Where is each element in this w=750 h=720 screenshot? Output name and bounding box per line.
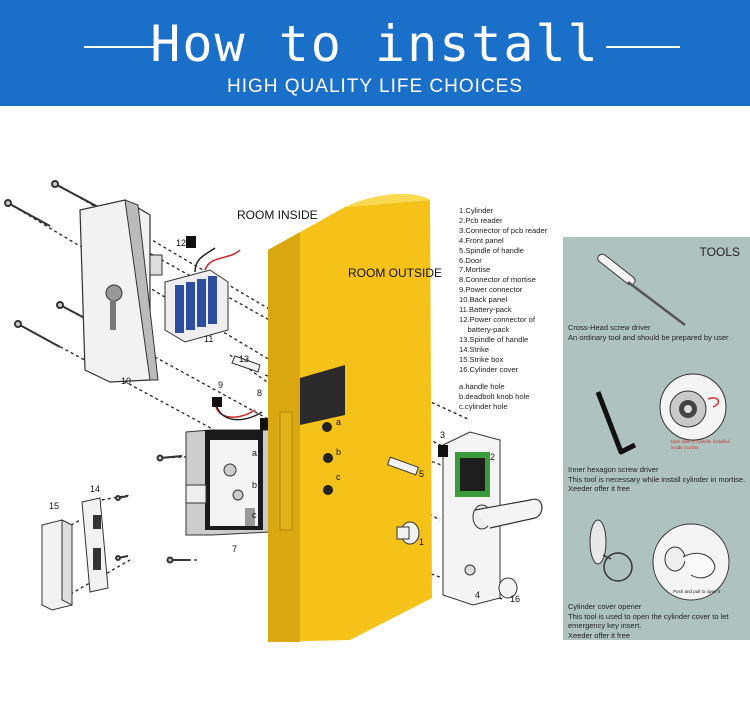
tool-name: Cross-Head screw driver <box>568 323 651 332</box>
legend-item: 11.Battery-pack <box>459 305 512 315</box>
tool-description: This tool is used to open the cylinder c… <box>568 611 729 621</box>
tools-title: TOOLS <box>699 245 740 259</box>
legend-item: 8.Connector of mortise <box>459 275 536 285</box>
back-panel <box>79 199 163 383</box>
legend-item: 5.Spindle of handle <box>459 245 525 255</box>
hole-letter: a <box>252 448 258 458</box>
hole-legend-item: a.handle hole <box>459 382 505 392</box>
page-title: How to install <box>150 15 600 73</box>
part-number: 12 <box>176 238 187 248</box>
room-outside-label: ROOM OUTSIDE <box>348 266 443 280</box>
exploded-lock-diagram <box>4 180 543 642</box>
hole-letter: c <box>252 510 257 520</box>
header-banner: How to install HIGH QUALITY LIFE CHOICES <box>0 0 750 106</box>
legend-item: 1.Cylinder <box>459 206 494 215</box>
part-number: 1 <box>419 537 425 547</box>
spindle-inside <box>231 355 261 373</box>
legend-item: battery-pack <box>459 324 510 334</box>
screwdriver-text: Cross-Head screw driver An ordinary tool… <box>568 323 750 342</box>
legend-item: 2.Pcb reader <box>459 215 503 225</box>
opener-text: Cylinder cover opener This tool is used … <box>568 602 750 640</box>
page-subtitle: HIGH QUALITY LIFE CHOICES <box>227 76 523 97</box>
legend-item: 15.Strike box <box>459 354 504 364</box>
hex-text: Inner hexagon screw driver This tool is … <box>568 465 750 494</box>
cylinder-inset <box>659 373 727 441</box>
tool-description: This tool is necessary while install cyl… <box>568 474 746 484</box>
cylinder <box>386 456 420 545</box>
hole-letter: c <box>336 472 341 482</box>
part-number: 5 <box>419 469 425 479</box>
tool-description: emergency key insert. <box>568 621 642 630</box>
part-number: 7 <box>232 544 238 554</box>
strike-box <box>41 519 73 611</box>
battery-pack <box>164 247 241 343</box>
opener-inset <box>652 523 730 601</box>
legend-item: 4.Front panel <box>459 235 504 245</box>
parts-legend: 1.Cylinder 2.Pcb reader 3.Connector of p… <box>459 206 569 412</box>
title-right-rule <box>606 46 680 48</box>
title-left-rule <box>84 46 158 48</box>
cylinder-inset-caption: back side of cylinder installed inside m… <box>671 439 749 450</box>
mortise <box>185 418 272 536</box>
opener-inset-caption: Push and pull to open it <box>673 589 721 594</box>
part-number: 10 <box>121 376 132 386</box>
part-number: 2 <box>490 452 496 462</box>
legend-item: 7.Mortise <box>459 265 491 275</box>
part-number: 13 <box>239 354 250 364</box>
legend-item: 10.Back panel <box>459 295 508 305</box>
part-number: 14 <box>90 484 101 494</box>
legend-item: 13.Spindle of handle <box>459 334 529 344</box>
hole-legend-item: b.deadbolt knob hole <box>459 392 530 402</box>
legend-item: 6.Door <box>459 255 482 265</box>
cover-opener-icon <box>589 519 633 582</box>
strike <box>81 497 109 593</box>
front-panel <box>438 431 543 606</box>
tool-offer: Xeeder offer it free <box>568 630 630 640</box>
legend-item: 12.Power connector of <box>459 314 535 324</box>
part-number: 11 <box>204 334 214 344</box>
tool-name: Inner hexagon screw driver <box>568 465 659 474</box>
part-number: 8 <box>257 388 263 398</box>
cylinder-cover <box>498 577 518 599</box>
legend-item: 3.Connector of pcb reader <box>459 225 548 235</box>
legend-item: 16.Cylinder cover <box>459 364 519 374</box>
tool-name: Cylinder cover opener <box>568 602 642 611</box>
legend-item: 14.Strike <box>459 344 489 354</box>
hex-key-icon <box>595 391 637 455</box>
inset-caption: inside mortise <box>671 444 699 450</box>
hole-letter: b <box>252 480 258 490</box>
hole-letter: b <box>336 447 342 457</box>
room-inside-label: ROOM INSIDE <box>237 208 318 222</box>
tools-illustrations <box>589 253 730 601</box>
screwdriver-icon <box>597 253 686 326</box>
tool-description: An ordinary tool and should be prepared … <box>568 332 729 342</box>
tool-offer: Xeeder offer it free <box>568 484 630 493</box>
power-connector-battery <box>186 236 196 248</box>
part-number: 15 <box>49 501 60 511</box>
door <box>268 194 432 642</box>
power-connector <box>212 397 222 407</box>
part-number: 16 <box>510 594 521 604</box>
part-number: 3 <box>440 430 446 440</box>
inset-caption: back side of cylinder installed <box>671 439 730 444</box>
part-number: 4 <box>475 590 481 600</box>
part-number: 9 <box>218 380 224 390</box>
hole-letter: a <box>336 417 342 427</box>
tools-panel: TOOLS Cross- <box>563 237 750 640</box>
legend-item: 9.Power connector <box>459 285 523 295</box>
hole-legend-item: c.cylinder hole <box>459 402 508 412</box>
